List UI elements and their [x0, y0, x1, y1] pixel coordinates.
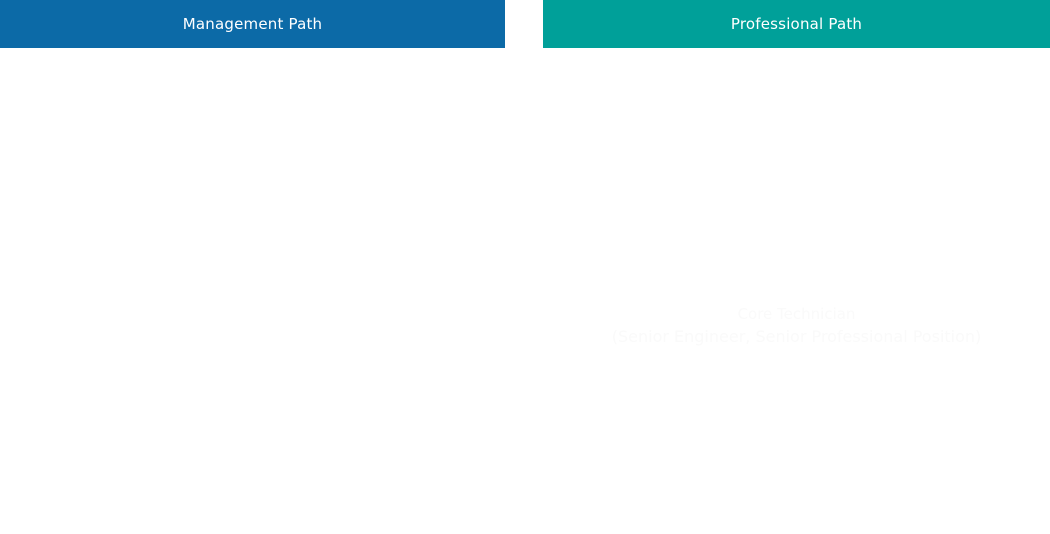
management-path-header-label: Management Path: [182, 15, 323, 33]
faded-node-title: Core Technician: [737, 305, 856, 323]
professional-path-header: Professional Path: [543, 0, 1050, 48]
professional-path-header-label: Professional Path: [730, 15, 863, 33]
management-path-header: Management Path: [0, 0, 505, 48]
faded-node-subtitle: (Senior Engineer, Senior Professional Po…: [611, 327, 982, 346]
faded-node-core-technician: Core Technician (Senior Engineer, Senior…: [543, 303, 1050, 348]
